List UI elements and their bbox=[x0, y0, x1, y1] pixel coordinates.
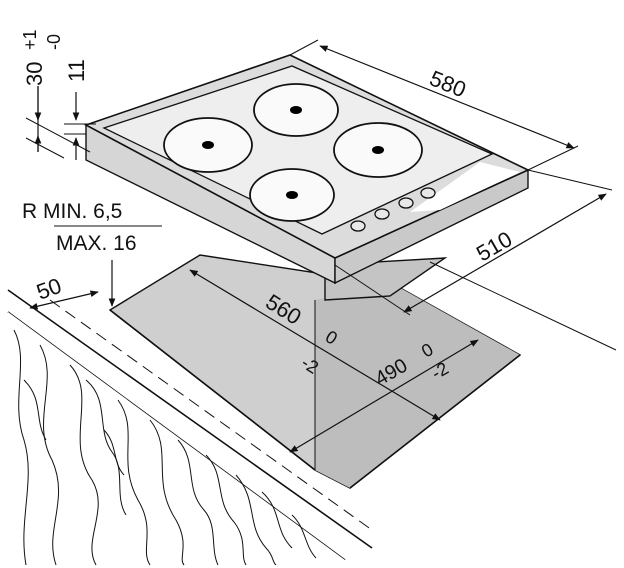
hotplate-center-dot bbox=[290, 106, 302, 114]
dimension-front-margin: 50 bbox=[29, 260, 116, 310]
hotplate-center-dot bbox=[202, 141, 214, 149]
dimension-hob-height: 11 bbox=[64, 59, 96, 160]
dimension-worktop-thickness: 30 +1 -0 bbox=[20, 29, 91, 159]
hotplate-front bbox=[249, 168, 335, 222]
control-knob-icon bbox=[350, 220, 366, 232]
extension-line-right bbox=[429, 261, 617, 351]
label-hob-depth: 510 bbox=[472, 226, 516, 266]
worktop-front-face bbox=[8, 312, 345, 568]
label-hob-width: 580 bbox=[426, 65, 469, 102]
hotplate-center-dot bbox=[372, 146, 384, 154]
label-worktop-thickness: 30 bbox=[22, 62, 47, 86]
hotplate-right bbox=[333, 122, 423, 178]
label-radius-max: MAX. 16 bbox=[56, 232, 137, 255]
control-knob-icon bbox=[374, 208, 390, 220]
hotplate-left bbox=[163, 117, 253, 173]
label-worktop-thickness-tol-upper: +1 bbox=[20, 29, 40, 50]
hotplate-center-dot bbox=[286, 191, 298, 199]
radius-note: R MIN. 6,5 MAX. 16 bbox=[22, 200, 162, 255]
control-knob-icon bbox=[420, 187, 436, 199]
cutout-shade bbox=[315, 285, 520, 488]
hotplate-rear bbox=[253, 83, 339, 137]
label-radius-min: R MIN. 6,5 bbox=[22, 200, 122, 223]
label-worktop-thickness-tol-lower: -0 bbox=[44, 34, 64, 50]
hob-glass bbox=[102, 65, 494, 235]
control-knob-icon bbox=[398, 197, 414, 209]
label-hob-height: 11 bbox=[64, 59, 89, 82]
wood-grain-icon bbox=[13, 329, 317, 566]
